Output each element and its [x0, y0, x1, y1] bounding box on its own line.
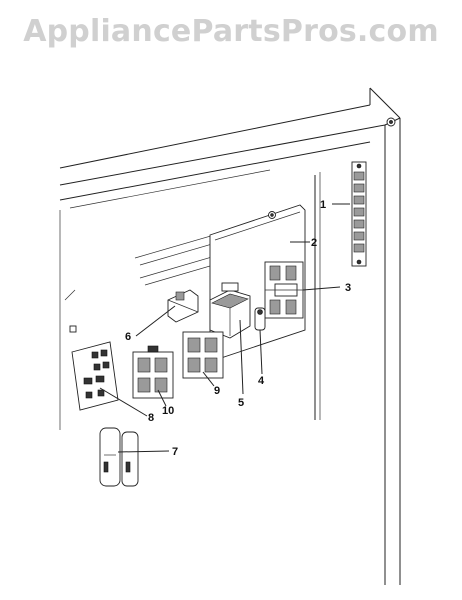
callout-6: 6	[125, 331, 131, 343]
watermark-logo: AppliancePartsPros.com	[23, 14, 439, 49]
cabinet-frame	[59, 87, 401, 585]
relay-9	[182, 331, 224, 379]
callout-10: 10	[162, 405, 174, 417]
callout-3: 3	[345, 282, 351, 294]
terminal-block	[351, 161, 367, 267]
circuit-board	[69, 325, 119, 411]
switch	[167, 289, 199, 323]
capacitor-component	[254, 307, 266, 331]
relay-10	[132, 345, 174, 399]
callout-5: 5	[238, 397, 244, 409]
fuse-holder	[99, 427, 139, 487]
callout-4: 4	[258, 375, 265, 387]
callout-9: 9	[214, 385, 220, 397]
callout-1: 1	[320, 199, 326, 211]
callout-2: 2	[311, 237, 317, 249]
callout-8: 8	[148, 412, 154, 424]
contactor	[264, 261, 304, 319]
leader-lines	[99, 203, 350, 453]
callout-7: 7	[172, 446, 178, 458]
